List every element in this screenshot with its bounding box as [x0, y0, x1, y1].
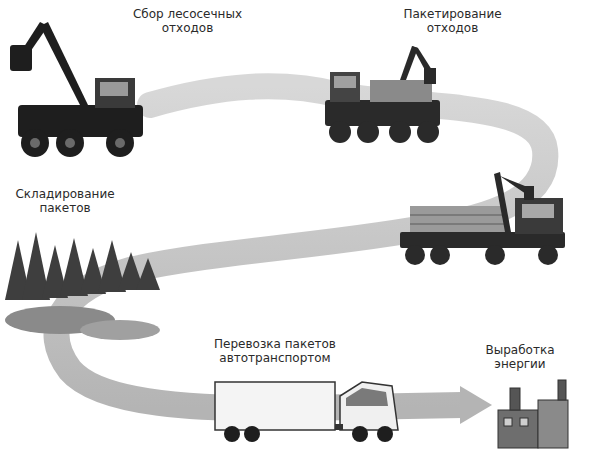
stage-label: Пакетирование отходов [390, 6, 515, 36]
stage-label: Перевозка пакетов автотранспортом [200, 336, 350, 366]
stage-label: Складирование пакетов [10, 186, 120, 216]
stage-label: Сбор лесосечных отходов [125, 6, 250, 36]
stage-label: Выработка энергии [470, 342, 570, 372]
